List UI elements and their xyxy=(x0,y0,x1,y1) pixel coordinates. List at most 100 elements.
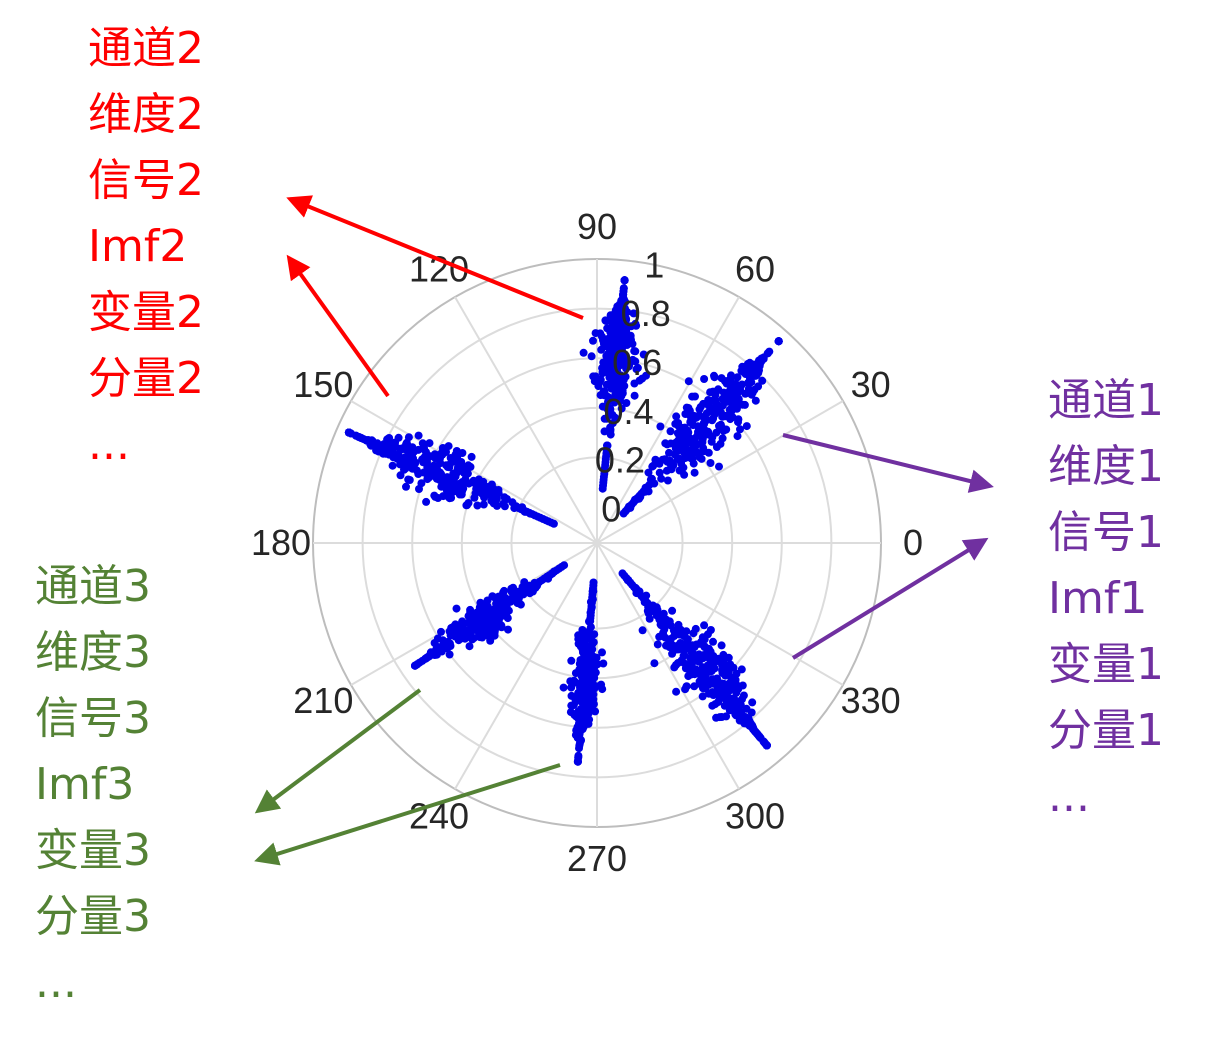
data-point xyxy=(742,364,751,372)
theta-tick-label: 150 xyxy=(293,364,353,405)
data-point xyxy=(586,623,595,632)
data-point xyxy=(504,625,512,634)
data-point xyxy=(503,614,512,623)
data-point xyxy=(415,485,423,493)
data-point xyxy=(422,468,431,477)
data-point xyxy=(698,692,707,701)
data-point xyxy=(606,332,615,341)
r-tick-label: 1 xyxy=(644,244,664,285)
data-point xyxy=(754,382,763,391)
data-point xyxy=(670,450,679,459)
data-point xyxy=(467,452,476,461)
data-point xyxy=(445,650,454,659)
green-arrow-2 xyxy=(254,763,561,866)
data-point xyxy=(719,652,728,661)
data-point xyxy=(681,685,690,694)
data-point xyxy=(432,471,441,480)
data-point xyxy=(576,642,585,651)
data-point xyxy=(762,741,771,750)
data-point xyxy=(630,391,639,400)
data-point xyxy=(706,626,715,634)
data-point xyxy=(650,659,659,668)
data-point xyxy=(346,429,355,438)
data-point xyxy=(737,665,746,674)
data-point xyxy=(644,609,653,618)
purple-arrow-2 xyxy=(791,537,989,660)
data-point xyxy=(578,725,587,734)
data-point xyxy=(606,404,615,413)
data-point xyxy=(727,404,736,413)
data-point xyxy=(700,643,709,652)
data-point xyxy=(638,626,647,635)
data-point xyxy=(695,657,703,666)
data-point xyxy=(645,480,654,489)
data-point xyxy=(759,355,768,363)
data-point xyxy=(719,426,728,435)
data-point xyxy=(602,446,611,455)
data-point xyxy=(492,495,501,503)
data-point xyxy=(708,433,717,442)
data-point xyxy=(687,660,696,669)
data-point xyxy=(699,444,708,453)
data-point xyxy=(600,427,609,436)
r-tick-label: 0.4 xyxy=(603,391,653,432)
data-point xyxy=(707,679,715,688)
data-point xyxy=(747,378,756,387)
data-point xyxy=(579,348,588,357)
theta-grid-line xyxy=(596,542,740,790)
theta-grid-line xyxy=(596,400,844,544)
theta-tick-label: 270 xyxy=(567,838,627,879)
data-point xyxy=(690,468,699,477)
annotation-line: 通道3 xyxy=(35,561,151,612)
data-point xyxy=(499,500,507,509)
theta-tick-label: 30 xyxy=(851,364,891,405)
data-point xyxy=(589,672,598,680)
annotation-line: 维度2 xyxy=(88,89,204,140)
data-point xyxy=(611,306,620,315)
data-point xyxy=(722,712,731,721)
data-point xyxy=(624,361,633,370)
data-point xyxy=(424,451,433,460)
data-point xyxy=(710,371,718,380)
annotation-line: Imf3 xyxy=(35,759,135,810)
annotation-line: ... xyxy=(35,957,77,1008)
data-point xyxy=(653,640,662,649)
data-point xyxy=(483,596,492,605)
data-point xyxy=(675,431,684,440)
theta-tick-label: 60 xyxy=(735,248,775,289)
data-point xyxy=(514,504,523,513)
data-point xyxy=(465,642,474,651)
data-point xyxy=(589,700,598,709)
data-point xyxy=(618,377,627,386)
data-point xyxy=(473,480,482,489)
data-point xyxy=(480,613,489,622)
data-point xyxy=(430,639,439,647)
data-point xyxy=(671,644,680,652)
data-point xyxy=(633,363,642,372)
data-point xyxy=(581,686,590,695)
data-point xyxy=(603,342,612,351)
data-point xyxy=(661,621,670,630)
data-point xyxy=(669,461,678,470)
data-point xyxy=(464,479,473,488)
data-point xyxy=(452,604,461,613)
theta-tick-label: 210 xyxy=(293,680,353,721)
annotation-line: ... xyxy=(1048,771,1090,822)
data-point xyxy=(468,635,477,644)
data-point xyxy=(623,337,632,346)
data-point xyxy=(748,698,757,707)
polar-grid xyxy=(312,258,882,828)
data-point xyxy=(677,459,686,468)
data-point xyxy=(622,326,631,335)
data-point xyxy=(611,413,620,422)
data-point xyxy=(581,636,590,644)
data-point xyxy=(574,753,583,761)
data-point xyxy=(656,422,665,431)
r-tick-label: 0.8 xyxy=(621,293,671,334)
data-point xyxy=(657,474,666,483)
theta-tick-label: 90 xyxy=(577,206,617,247)
data-point xyxy=(572,726,581,735)
